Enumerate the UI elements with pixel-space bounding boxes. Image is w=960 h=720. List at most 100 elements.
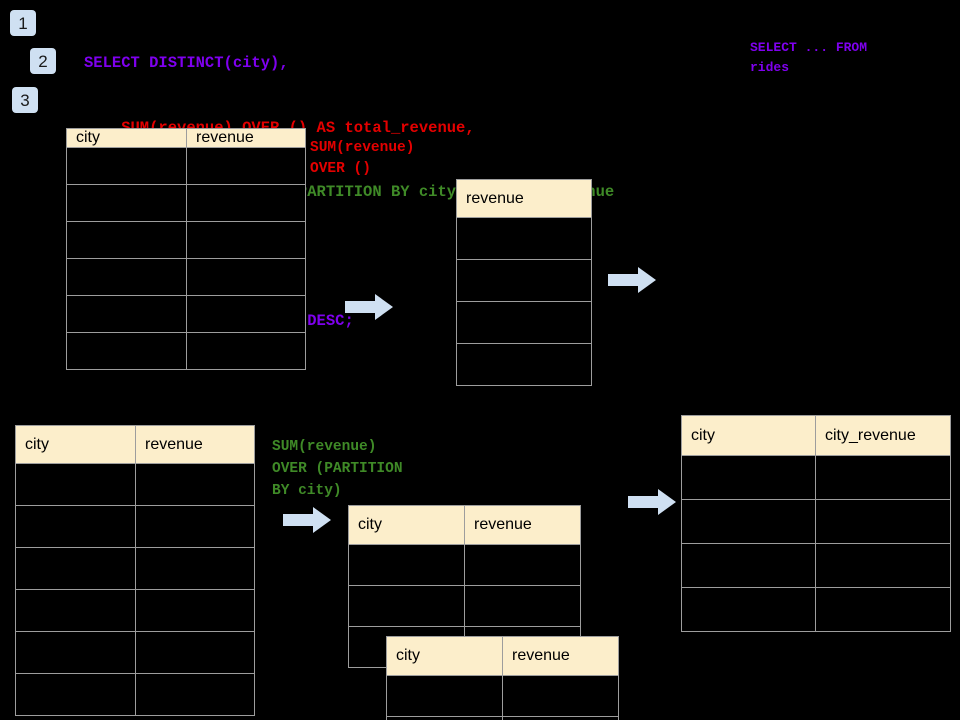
sql-line-1: SELECT DISTINCT(city), xyxy=(84,54,289,72)
table-row xyxy=(681,499,951,544)
table-row xyxy=(66,221,306,259)
cell xyxy=(815,499,951,544)
cell xyxy=(135,589,255,632)
table-row xyxy=(456,217,592,260)
cell xyxy=(135,673,255,716)
cell xyxy=(348,585,465,627)
cell xyxy=(66,332,187,370)
table-row xyxy=(386,675,619,717)
cell xyxy=(186,147,306,185)
cell xyxy=(186,332,306,370)
table-row xyxy=(681,455,951,500)
cell xyxy=(15,463,136,506)
table-row xyxy=(348,585,581,627)
table-header-row: city revenue xyxy=(386,636,619,676)
cell xyxy=(386,716,503,720)
table-header-row: city revenue xyxy=(348,505,581,545)
column-header-revenue: revenue xyxy=(502,636,619,676)
column-header-revenue: revenue xyxy=(186,128,306,148)
table-row xyxy=(456,343,592,386)
cell xyxy=(502,716,619,720)
table-header-row: city revenue xyxy=(15,425,255,464)
column-header-city: city xyxy=(15,425,136,464)
cell xyxy=(66,295,187,333)
arrow-total-to-result-icon xyxy=(608,265,656,295)
cell xyxy=(681,543,816,588)
cell xyxy=(681,587,816,632)
annotation-sum-over-empty: SUM(revenue) OVER () xyxy=(310,140,415,177)
table-header-row: city city_revenue xyxy=(681,415,951,456)
cell xyxy=(464,585,581,627)
table-row xyxy=(15,547,255,590)
cell xyxy=(15,673,136,716)
table-source-top: city revenue xyxy=(66,128,306,370)
table-result: city city_revenue xyxy=(681,415,951,632)
column-header-revenue: revenue xyxy=(135,425,255,464)
table-row xyxy=(15,589,255,632)
arrow-partition-to-result-icon xyxy=(628,487,676,517)
cell xyxy=(386,675,503,717)
table-row xyxy=(456,259,592,302)
cell xyxy=(66,147,187,185)
table-row xyxy=(386,716,619,720)
table-source-bottom: city revenue xyxy=(15,425,255,716)
table-row xyxy=(66,332,306,370)
arrow-source-to-total-icon xyxy=(345,292,393,322)
column-header-city-revenue: city_revenue xyxy=(815,415,951,456)
table-row xyxy=(681,543,951,588)
table-row xyxy=(15,463,255,506)
table-row xyxy=(456,301,592,344)
table-row xyxy=(348,544,581,586)
table-header-row: city revenue xyxy=(66,128,306,148)
cell xyxy=(456,301,592,344)
table-partition-b: city revenue xyxy=(386,636,619,720)
annotation-select-from-rides: SELECT ... FROM rides xyxy=(750,40,868,75)
table-row xyxy=(15,505,255,548)
column-header-city: city xyxy=(681,415,816,456)
cell xyxy=(186,184,306,222)
step-badge-2: 2 xyxy=(30,48,56,74)
table-row xyxy=(66,258,306,296)
cell xyxy=(815,543,951,588)
cell xyxy=(456,343,592,386)
column-header-revenue: revenue xyxy=(456,179,592,218)
cell xyxy=(135,463,255,506)
table-row xyxy=(681,587,951,632)
cell xyxy=(66,221,187,259)
cell xyxy=(681,455,816,500)
table-partition-a: city revenue xyxy=(348,505,581,668)
step-badge-1: 1 xyxy=(10,10,36,36)
cell xyxy=(815,455,951,500)
cell xyxy=(15,589,136,632)
cell xyxy=(348,544,465,586)
cell xyxy=(186,258,306,296)
column-header-city: city xyxy=(348,505,465,545)
table-row xyxy=(15,673,255,716)
cell xyxy=(464,544,581,586)
table-header-row: revenue xyxy=(456,179,592,218)
table-total-revenue: revenue xyxy=(456,179,592,386)
cell xyxy=(135,547,255,590)
cell xyxy=(186,295,306,333)
cell xyxy=(135,505,255,548)
cell xyxy=(66,184,187,222)
cell xyxy=(681,499,816,544)
cell xyxy=(502,675,619,717)
annotation-sum-over-partition: SUM(revenue) OVER (PARTITION BY city) xyxy=(272,439,403,499)
arrow-source-to-partition-icon xyxy=(283,505,331,535)
cell xyxy=(135,631,255,674)
table-row xyxy=(66,147,306,185)
table-row xyxy=(15,631,255,674)
column-header-revenue: revenue xyxy=(464,505,581,545)
cell xyxy=(456,259,592,302)
cell xyxy=(15,547,136,590)
table-row xyxy=(66,184,306,222)
cell xyxy=(66,258,187,296)
cell xyxy=(456,217,592,260)
cell xyxy=(186,221,306,259)
column-header-city: city xyxy=(66,128,187,148)
cell xyxy=(15,631,136,674)
column-header-city: city xyxy=(386,636,503,676)
cell xyxy=(815,587,951,632)
